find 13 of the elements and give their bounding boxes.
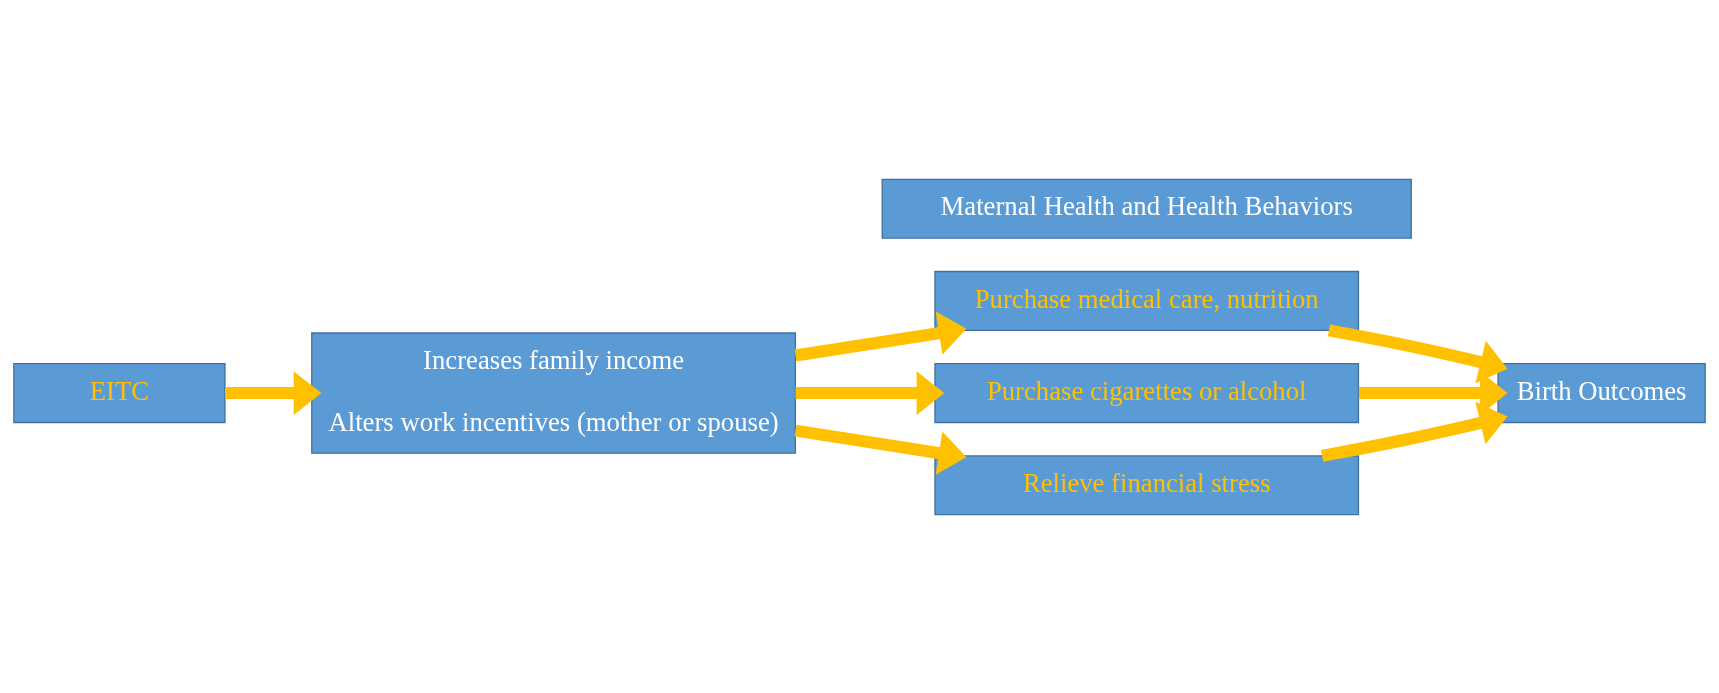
node-box: Maternal Health and Health Behaviors <box>881 178 1412 239</box>
arrow <box>1321 401 1508 462</box>
node-box: Increases family income Alters work incentives (mother or spouse) <box>311 331 797 454</box>
arrow <box>794 424 967 475</box>
arrow <box>1327 323 1508 383</box>
node-box: Birth Outcomes <box>1497 362 1706 423</box>
node-box: Purchase medical care, nutrition <box>934 270 1360 331</box>
arrow <box>794 311 967 361</box>
node-box: Relieve financial stress <box>934 454 1360 515</box>
arrow <box>225 370 322 415</box>
node-box: EITC <box>13 362 226 423</box>
node-box: Purchase cigarettes or alcohol <box>934 362 1360 423</box>
arrow <box>795 370 945 415</box>
